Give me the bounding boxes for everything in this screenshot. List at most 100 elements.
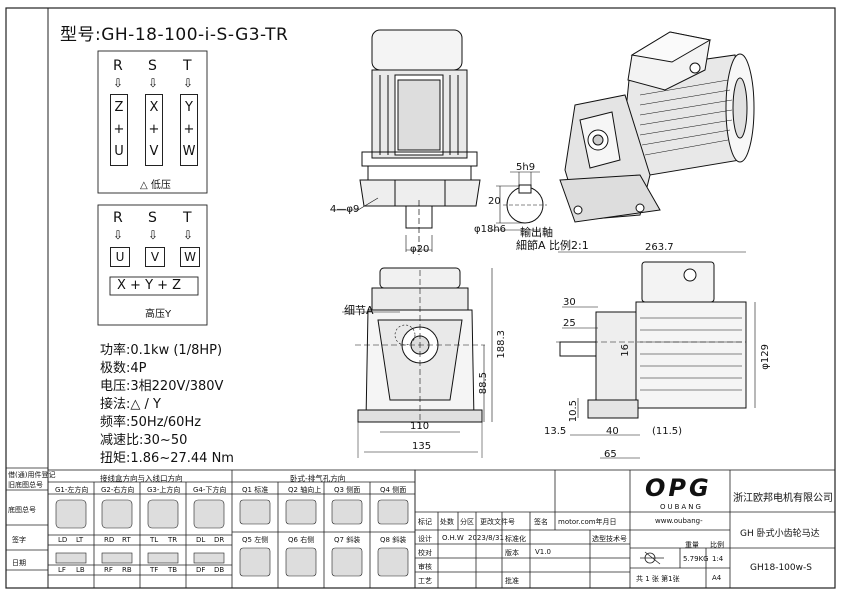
terminal-v: V (145, 247, 165, 267)
high-voltage-caption: 高压Y (145, 309, 172, 320)
side-label-1: 借(通)用件登记 (8, 471, 56, 479)
weight-label: 重量 (685, 541, 699, 549)
dim-65: 65 (604, 449, 617, 460)
detail-note: 細節A 比例2:1 (516, 239, 589, 252)
install-foot-q5: Q5 左侧 (242, 536, 269, 544)
side-label-3: 底图总号 (8, 506, 36, 514)
install-left-title: 接线盒方向与入线口方向 (100, 474, 183, 483)
install-head-g4: G4-下方向 (193, 486, 227, 494)
star-connection: X + Y + Z (117, 278, 182, 293)
row-standard-label: 标准化 (505, 535, 526, 543)
install-code: RD (104, 536, 115, 544)
install-code: TB (168, 566, 178, 574)
header-change-doc: 更改文件号 (480, 518, 515, 526)
select-code-label: 选型技术号 (592, 535, 627, 543)
install-code: TR (168, 536, 178, 544)
row-version-value: V1.0 (535, 548, 551, 556)
dim-key-height: 20 (488, 196, 501, 207)
header-zone: 分区 (460, 518, 474, 526)
dim-10-5: 10.5 (568, 400, 579, 423)
terminal-r: R (113, 210, 123, 226)
install-code: DL (196, 536, 206, 544)
terminal-t: T (183, 58, 192, 74)
website: www.oubang- (655, 517, 703, 525)
model-number: 型号:GH-18-100-i-S-G3-TR (60, 25, 289, 45)
dim-shaft-diameter: φ20 (410, 244, 430, 255)
terminal-u: U (110, 247, 130, 267)
spec-ratio: 减速比:30~50 (100, 433, 188, 448)
arrow-down-icon: ⇩ (183, 76, 194, 90)
row-process-label: 工艺 (418, 577, 432, 585)
sheet-count: 共 1 张 第1张 (636, 575, 680, 583)
paper-size: A4 (712, 574, 722, 582)
install-code: DB (214, 566, 225, 574)
terminal-s: S (148, 58, 157, 74)
install-code: TL (150, 536, 159, 544)
install-head-q3: Q3 侧面 (334, 486, 361, 494)
spec-voltage: 电压:3相220V/380V (100, 379, 224, 394)
install-code: RF (104, 566, 113, 574)
install-code: LF (58, 566, 66, 574)
side-label-2: 旧底图总号 (8, 481, 43, 489)
dim-30: 30 (563, 297, 576, 308)
detail-a-label: 细节A (344, 304, 374, 317)
dim-13-5: 13.5 (544, 426, 567, 437)
install-foot-q7: Q7 斜装 (334, 536, 361, 544)
install-code: LB (76, 566, 85, 574)
header-signature: 签名 (534, 518, 548, 526)
install-code: RB (122, 566, 132, 574)
install-code: LT (76, 536, 84, 544)
arrow-down-icon: ⇩ (113, 228, 124, 242)
dim-16: 16 (620, 344, 631, 357)
install-head-q1: Q1 标准 (242, 486, 269, 494)
row-design-name: O.H.W (442, 534, 464, 542)
dim-11-5: (11.5) (652, 426, 683, 437)
spec-poles: 极数:4P (100, 361, 147, 376)
row-design-label: 设计 (418, 535, 432, 543)
motor-url: motor.com年月日 (558, 518, 617, 526)
install-code: DR (214, 536, 225, 544)
dim-width-135: 135 (412, 441, 432, 452)
dim-holes: 4—φ9 (330, 204, 360, 215)
arrow-down-icon: ⇩ (113, 76, 124, 90)
logo-subtitle: OUBANG (660, 503, 703, 511)
dim-40: 40 (606, 426, 619, 437)
install-foot-q8: Q8 斜装 (380, 536, 407, 544)
install-head-q2: Q2 轴向上 (288, 486, 322, 494)
terminal-r: R (113, 58, 123, 74)
arrow-down-icon: ⇩ (148, 228, 159, 242)
spec-connection: 接法:△ / Y (100, 397, 161, 412)
company-name: 浙江欧邦电机有限公司 (733, 493, 833, 504)
spec-power: 功率:0.1kw (1/8HP) (100, 343, 223, 358)
install-right-title: 卧式-排气孔方向 (290, 474, 346, 483)
header-count: 处数 (440, 518, 454, 526)
terminal-column-2: X + V (145, 94, 163, 166)
row-approve-label: 批准 (505, 577, 519, 585)
dim-height-88: 88.5 (478, 372, 489, 395)
install-head-g2: G2-右方向 (101, 486, 135, 494)
arrow-down-icon: ⇩ (148, 76, 159, 90)
company-logo: OPG (645, 474, 712, 502)
side-label-5: 日期 (12, 559, 26, 567)
install-head-g1: G1-左方向 (55, 486, 89, 494)
terminal-s: S (148, 210, 157, 226)
output-shaft-label: 輸出軸 (520, 226, 553, 239)
drawing-number: GH18-100w-S (750, 563, 812, 573)
arrow-down-icon: ⇩ (183, 228, 194, 242)
dim-key-width: 5h9 (516, 162, 536, 173)
dim-height-188: 188.3 (496, 330, 507, 359)
dim-25: 25 (563, 318, 576, 329)
dim-length-263: 263.7 (645, 242, 674, 253)
install-head-g3: G3-上方向 (147, 486, 181, 494)
spec-torque: 扭矩:1.86~27.44 Nm (100, 451, 234, 466)
dim-shaft-fit: φ18h6 (474, 224, 507, 235)
spec-frequency: 频率:50Hz/60Hz (100, 415, 202, 430)
row-version-label: 版本 (505, 549, 519, 557)
install-head-q4: Q4 侧面 (380, 486, 407, 494)
terminal-column-3: Y + W (180, 94, 198, 166)
dim-motor-diameter: φ129 (760, 344, 771, 370)
terminal-column-1: Z + U (110, 94, 128, 166)
weight-value: 5.79KG (683, 555, 709, 563)
terminal-w: W (180, 247, 200, 267)
